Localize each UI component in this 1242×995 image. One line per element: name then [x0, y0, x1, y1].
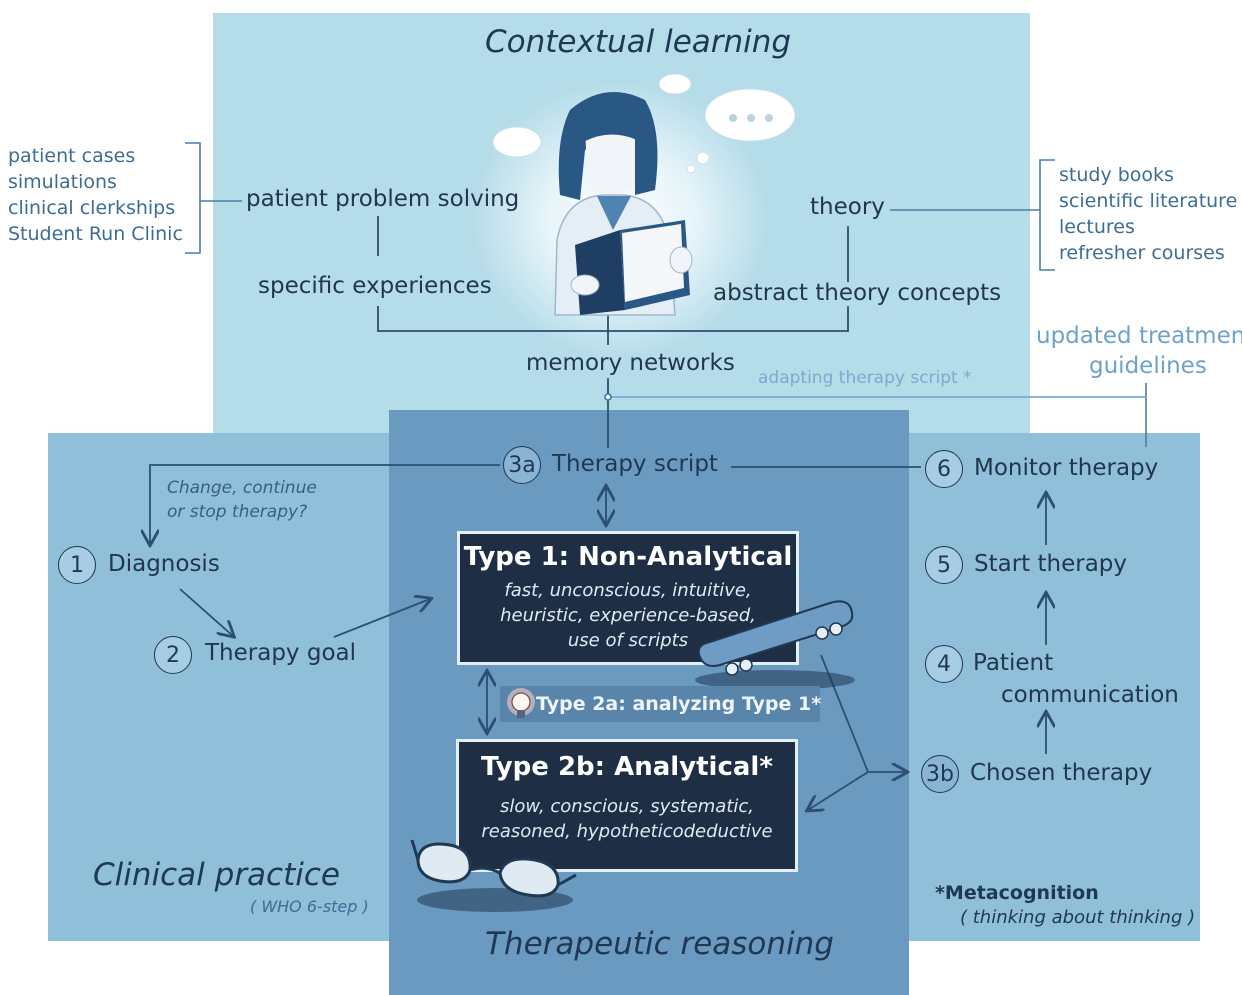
- type-2b-box: Type 2b: Analytical* slow, conscious, sy…: [456, 739, 798, 872]
- abstract-theory-label: abstract theory concepts: [713, 280, 1002, 306]
- clinical-practice-right-panel: [905, 433, 1200, 941]
- step-3b-badge: 3b: [921, 755, 959, 793]
- type-2a-banner: Type 2a: analyzing Type 1*: [500, 686, 822, 722]
- step-2-badge: 2: [154, 636, 192, 674]
- list-item: Student Run Clinic: [8, 223, 183, 245]
- metacognition-title: *Metacognition: [935, 882, 1099, 904]
- therapy-goal-label: Therapy goal: [205, 640, 357, 666]
- type-1-title: Type 1: Non-Analytical: [463, 542, 793, 572]
- contextual-learning-title: Contextual learning: [485, 24, 792, 60]
- type-2a-label: Type 2a: analyzing Type 1*: [536, 693, 822, 715]
- student-reading-illustration: [492, 73, 796, 316]
- glasses-icon: [410, 839, 577, 912]
- learning-sources-list-right: study books scientific literature lectur…: [1059, 162, 1237, 266]
- learning-sources-list-left: patient cases simulations clinical clerk…: [8, 143, 183, 247]
- list-item: study books: [1059, 164, 1174, 186]
- metacognition-subtitle: ( thinking about thinking ): [960, 907, 1196, 928]
- list-item: simulations: [8, 171, 117, 193]
- clinical-practice-subtitle: ( WHO 6-step ): [250, 897, 369, 916]
- type-1-description: fast, unconscious, intuitive, heuristic,…: [500, 580, 756, 651]
- patient-communication-label-2: communication: [1001, 682, 1179, 708]
- diagnosis-label: Diagnosis: [108, 551, 220, 577]
- list-item: lectures: [1059, 216, 1135, 238]
- type-2b-description: slow, conscious, systematic, reasoned, h…: [481, 796, 773, 842]
- step-1-badge: 1: [58, 546, 96, 584]
- clinical-practice-title: Clinical practice: [93, 857, 340, 893]
- monitor-therapy-label: Monitor therapy: [974, 455, 1159, 481]
- list-item: patient cases: [8, 145, 136, 167]
- specific-experiences-label: specific experiences: [258, 273, 492, 299]
- updated-guidelines-line2: guidelines: [1089, 353, 1207, 379]
- adapting-script-note: adapting therapy script *: [758, 368, 972, 388]
- updated-guidelines-line1: updated treatmen: [1036, 323, 1242, 349]
- step-6-badge: 6: [925, 450, 963, 488]
- therapy-script-label: Therapy script: [552, 451, 718, 477]
- lightbulb-icon: [507, 688, 535, 718]
- patient-problem-solving-label: patient problem solving: [246, 186, 520, 212]
- theory-label: theory: [810, 194, 885, 220]
- type-2b-title: Type 2b: Analytical*: [481, 752, 773, 782]
- change-therapy-note: Change, continue or stop therapy?: [167, 478, 317, 522]
- step-4-badge: 4: [925, 645, 963, 683]
- list-item: scientific literature: [1059, 190, 1238, 212]
- patient-communication-label-1: Patient: [973, 650, 1054, 676]
- list-item: clinical clerkships: [8, 197, 176, 219]
- list-item: refresher courses: [1059, 242, 1225, 264]
- chosen-therapy-label: Chosen therapy: [970, 760, 1153, 786]
- start-therapy-label: Start therapy: [974, 551, 1128, 577]
- therapeutic-reasoning-title: Therapeutic reasoning: [485, 926, 834, 962]
- memory-networks-label: memory networks: [526, 350, 735, 376]
- skateboard-icon: [695, 600, 855, 690]
- step-5-badge: 5: [925, 546, 963, 584]
- step-3a-badge: 3a: [503, 446, 541, 484]
- clinical-practice-panel: [48, 433, 393, 941]
